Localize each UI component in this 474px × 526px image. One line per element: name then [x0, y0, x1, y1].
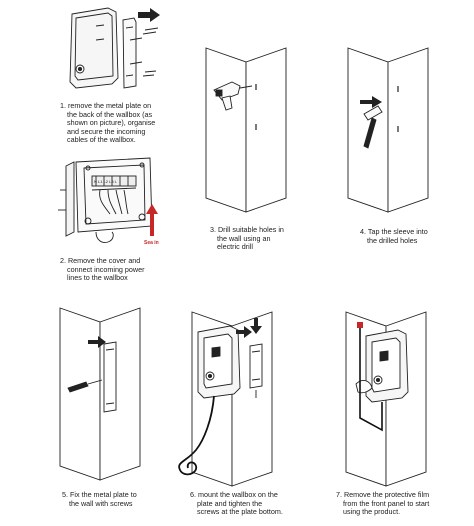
terminal-label: N L1 L2 L3 L: [94, 179, 118, 184]
step2-caption: 2. Remove the cover and connect incoming…: [60, 256, 145, 283]
wallbox-back-body: [69, 7, 119, 89]
step4-arrow: [360, 96, 382, 108]
step3-caption: 3. Drill suitable holes in the wall usin…: [210, 225, 284, 252]
step2-illustration: [58, 157, 153, 243]
step5-caption: 5. Fix the metal plate to the wall with …: [62, 490, 137, 508]
step1-illustration: [69, 7, 159, 89]
step1-caption: 1. remove the metal plate on the back of…: [60, 101, 156, 145]
step5-illustration: [59, 307, 141, 481]
step5-arrow: [88, 336, 106, 348]
wall-left-panel: [205, 47, 247, 213]
step6-illustration: [191, 311, 273, 487]
step6-caption: 6. mount the wallbox on the plate and ti…: [190, 490, 283, 517]
step7-cable-clamp: [357, 322, 363, 328]
step6-arrow: [236, 326, 252, 338]
step6-cable: [178, 395, 215, 476]
step3-illustration: [205, 47, 287, 213]
terminal-box: [75, 157, 153, 233]
step7-illustration: [345, 311, 427, 487]
step2-cable-arrow: [146, 204, 158, 236]
plate-on-wall: [103, 341, 117, 413]
step7-cable: [359, 326, 383, 432]
screwdriver: [67, 381, 89, 393]
hammer-handle: [363, 117, 377, 149]
step1-arrow: [138, 8, 160, 22]
wall-right-panel: [245, 47, 287, 213]
step6-screw-arrow: [250, 318, 262, 334]
cable-in-label: Sea in: [144, 240, 159, 246]
step4-caption: 4. Tap the sleeve into the drilled holes: [360, 227, 428, 245]
hammer-head: [363, 105, 383, 121]
metal-plate: [122, 17, 137, 89]
step7-caption: 7. Remove the protective film from the f…: [336, 490, 430, 517]
step4-illustration: [347, 47, 429, 213]
